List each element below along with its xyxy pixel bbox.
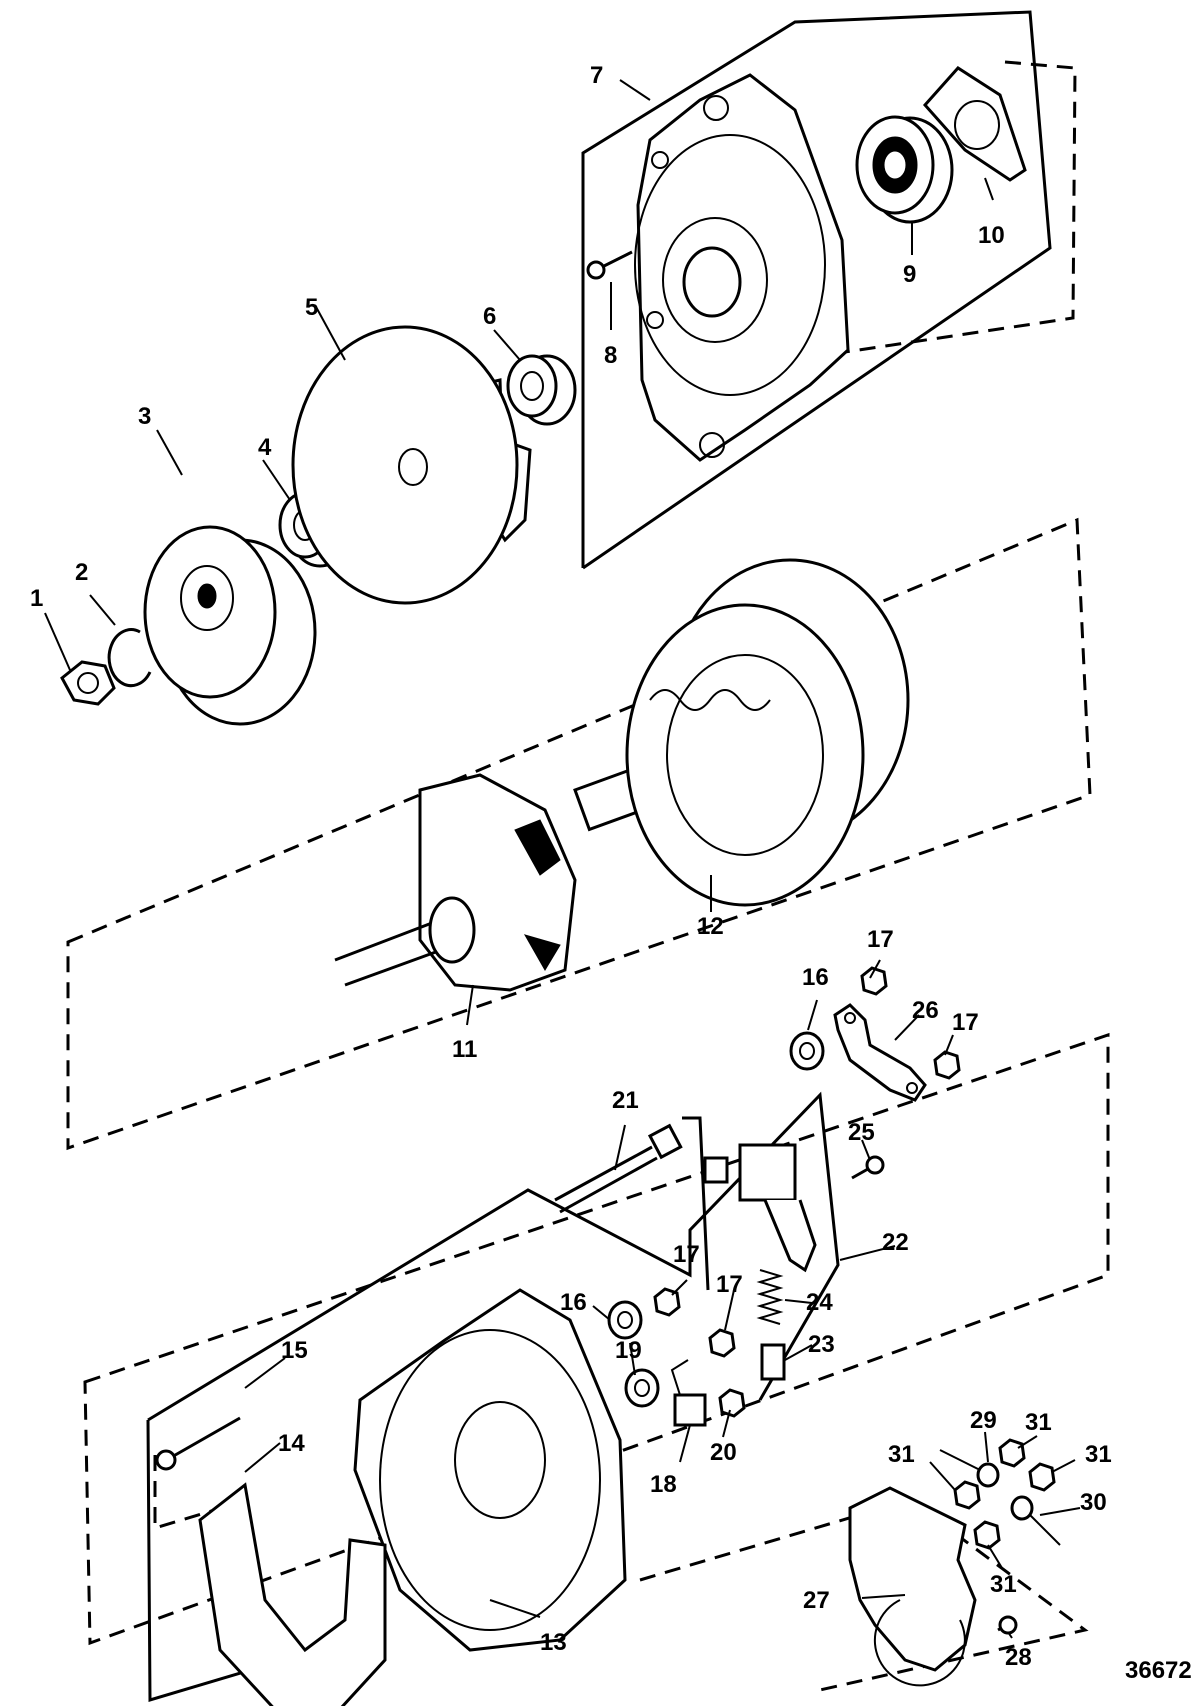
rotor-part-11: [334, 762, 662, 992]
spacer-part-6: [506, 354, 577, 426]
callout-7: 7: [590, 62, 603, 89]
callout-31-b: 31: [1025, 1409, 1052, 1436]
callout-17-d: 17: [716, 1271, 743, 1298]
nut-part-17-d: [708, 1328, 736, 1358]
callout-5: 5: [305, 294, 318, 321]
callout-10: 10: [978, 222, 1005, 249]
nut-part-17-a: [860, 966, 888, 996]
callout-14: 14: [278, 1430, 305, 1457]
callout-23: 23: [808, 1331, 835, 1358]
insulator-part-16-top: [789, 1031, 825, 1071]
callout-17-a: 17: [867, 926, 894, 953]
callout-31-c: 31: [1085, 1441, 1112, 1468]
nut-part-20: [718, 1388, 746, 1418]
callout-1: 1: [30, 585, 43, 612]
callout-25: 25: [848, 1119, 875, 1146]
heat-shield-part-14: [198, 1482, 387, 1706]
nut-part-31-c: [1028, 1462, 1056, 1492]
callout-19: 19: [615, 1337, 642, 1364]
nut-part-17-b: [933, 1050, 961, 1080]
nut-part-1: [60, 660, 116, 706]
callout-8: 8: [604, 342, 617, 369]
screw-part-8: [586, 250, 633, 280]
rear-housing-part-13: [353, 1288, 627, 1652]
callouts: 1 2 3 4 5 6 7 8 9 10 11 12 13 14 15 16 1…: [30, 62, 1192, 1684]
bolt-part-21: [554, 1123, 683, 1214]
callout-12: 12: [697, 913, 724, 940]
callout-22: 22: [882, 1229, 909, 1256]
callout-18: 18: [650, 1471, 677, 1498]
callout-26: 26: [912, 997, 939, 1024]
callout-16-top: 16: [802, 964, 829, 991]
pulley-part-3: [143, 525, 317, 726]
nut-part-17-c: [653, 1287, 681, 1317]
stator-part-12: [625, 558, 910, 907]
callout-3: 3: [138, 403, 151, 430]
callout-2: 2: [75, 559, 88, 586]
nut-part-31-d: [973, 1520, 1001, 1550]
callout-20: 20: [710, 1439, 737, 1466]
brush-part-23: [760, 1343, 786, 1381]
callout-24: 24: [806, 1289, 833, 1316]
screw-part-25: [851, 1155, 885, 1180]
brush-holder-part-22: [703, 1143, 817, 1273]
callout-13: 13: [540, 1629, 567, 1656]
front-housing-group-outline: [581, 10, 1077, 570]
front-housing-part-7: [634, 73, 850, 462]
callout-17-b: 17: [952, 1009, 979, 1036]
callout-30: 30: [1080, 1489, 1107, 1516]
terminal-part-18: [670, 1359, 707, 1427]
callout-9: 9: [903, 261, 916, 288]
callout-28: 28: [1005, 1644, 1032, 1671]
insulator-part-19: [624, 1368, 660, 1408]
nut-part-31-b: [998, 1438, 1026, 1468]
callout-31-a: 31: [888, 1441, 915, 1468]
lockwasher-part-2: [107, 628, 152, 688]
screw-part-15: [155, 1416, 241, 1471]
strap-part-26: [833, 1003, 927, 1102]
bearing-part-9: [855, 115, 954, 224]
callout-31-d: 31: [990, 1571, 1017, 1598]
callout-21: 21: [612, 1087, 639, 1114]
callout-11: 11: [452, 1036, 477, 1063]
callout-15: 15: [281, 1337, 308, 1364]
screw-part-28: [997, 1615, 1018, 1635]
callout-29: 29: [970, 1407, 997, 1434]
cover-part-27: [848, 1486, 977, 1687]
leader-lines: [44, 79, 1081, 1639]
callout-16-mid: 16: [560, 1289, 587, 1316]
insulator-part-16-mid: [607, 1300, 643, 1340]
wire-terminal-part-29: [939, 1449, 1000, 1488]
callout-4: 4: [258, 434, 272, 461]
spring-part-24: [756, 1269, 784, 1325]
callout-27: 27: [803, 1587, 830, 1614]
fan-part-5: [291, 325, 532, 605]
nut-part-31-a: [953, 1480, 981, 1510]
figure-number: 36672: [1125, 1657, 1192, 1684]
callout-17-c: 17: [673, 1241, 700, 1268]
wire-terminal-part-30: [1010, 1495, 1061, 1546]
callout-6: 6: [483, 303, 496, 330]
retainer-plate-part-10: [922, 66, 1027, 182]
